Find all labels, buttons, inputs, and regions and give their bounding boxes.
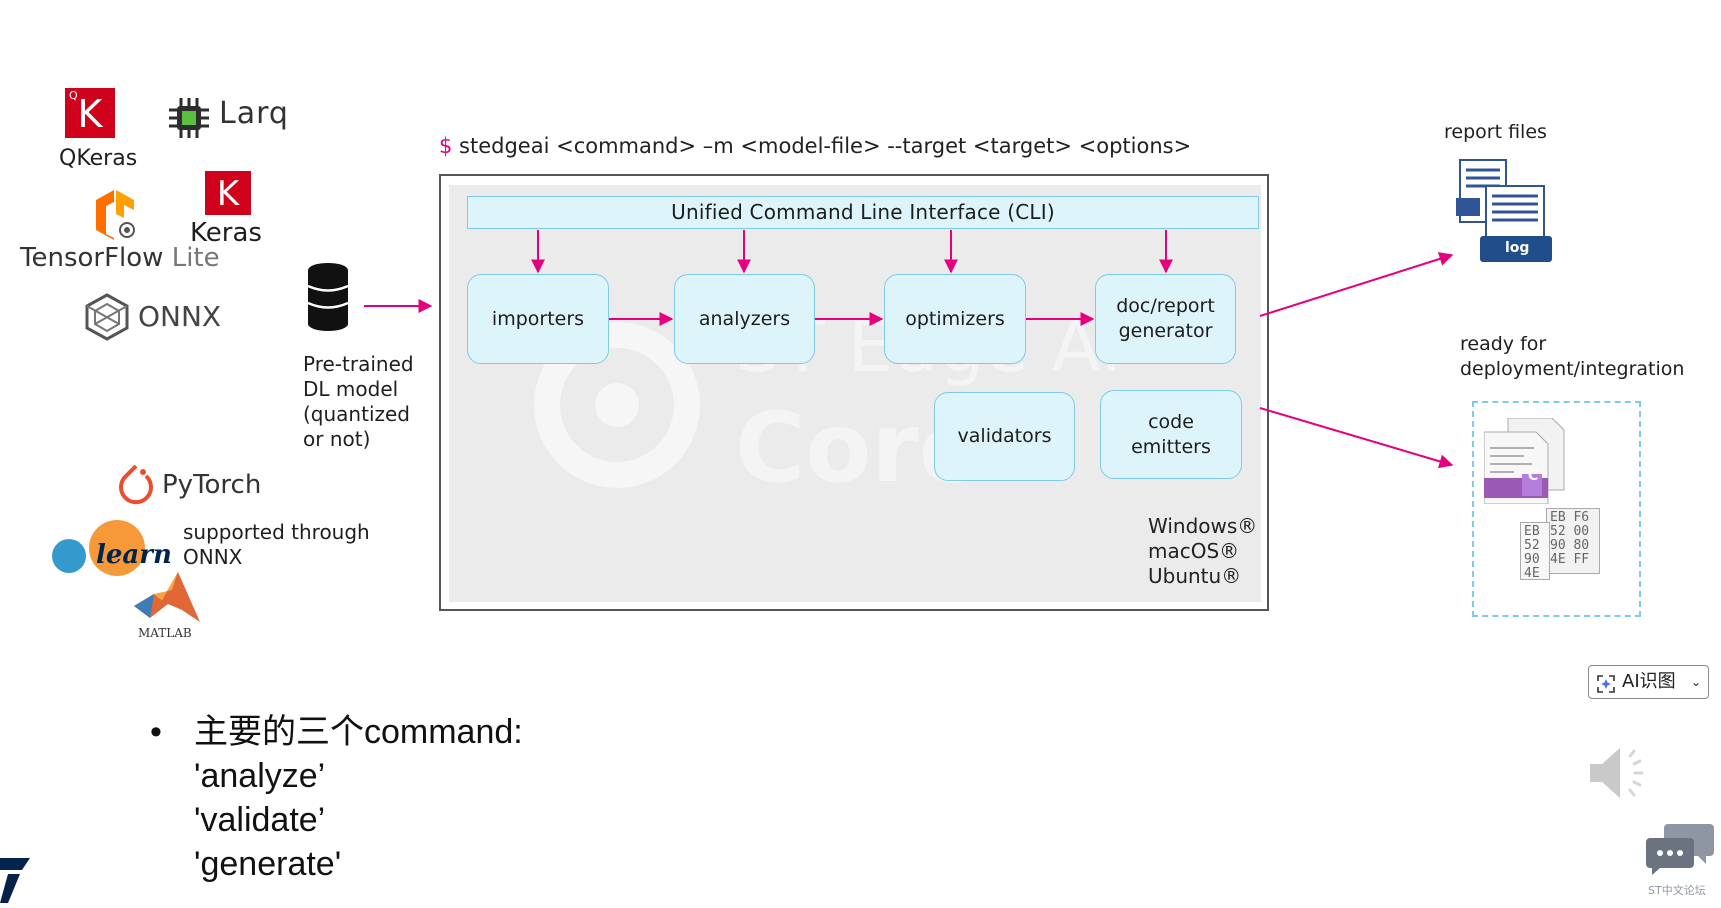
bullet-line-analyze: 'analyze’ [194,757,326,795]
command-line-text: $ stedgeai <command> –m <model-file> --t… [439,134,1192,158]
os-macos: macOS® [1148,539,1240,563]
supported-through-label: supported through ONNX [183,520,370,569]
c-source-files-icon [1483,417,1574,509]
tensorflow-icon [92,190,138,245]
ai-sparkle-icon [1596,673,1616,705]
optimizers-box: optimizers [884,274,1026,364]
bullet-list: 主要的三个command: 'analyze’ 'validate’ 'gene… [194,710,523,886]
pytorch-icon [116,462,156,513]
matlab-icon [132,570,202,629]
bullet-marker: • [150,713,162,751]
log-badge: log [1505,240,1530,256]
database-icon [307,262,349,337]
os-ubuntu: Ubuntu® [1148,564,1242,588]
onnx-label: ONNX [138,300,222,333]
cli-box: Unified Command Line Interface (CLI) [467,196,1259,229]
larq-chip-icon [167,96,211,145]
speaker-icon[interactable] [1586,742,1652,809]
chevron-down-icon[interactable]: ⌄ [1691,675,1702,689]
ready-for-label: ready for deployment/integration [1460,333,1685,380]
st-logo-icon [0,858,30,908]
bullet-line-commands: 主要的三个command: [194,713,523,751]
importers-box: importers [467,274,609,364]
report-files-label: report files [1444,121,1547,143]
c-file-badge: C [1528,468,1539,484]
bullet-line-generate: 'generate' [194,845,342,883]
deployment-box [1472,401,1641,617]
qkeras-label: QKeras [59,146,138,171]
validators-box: validators [934,392,1075,481]
tensorflow-lite-label: TensorFlow Lite [20,243,220,273]
pytorch-label: PyTorch [162,470,262,500]
report-files-icon [1456,158,1556,281]
onnx-icon [82,292,132,347]
forum-label: ST中文论坛 [1648,884,1706,897]
os-list: Windows® macOS® Ubuntu® [1148,514,1257,589]
analyzers-box: analyzers [674,274,815,364]
os-windows: Windows® [1148,514,1258,538]
keras-label: Keras [190,218,262,248]
matlab-label: MATLAB [138,626,192,640]
sklearn-logo [51,518,161,583]
ai-button-label: AI识图 [1622,671,1676,692]
larq-label: Larq [219,96,289,131]
st-watermark-icon [532,320,702,495]
input-model-label: Pre-trained DL model (quantized or not) [303,352,414,451]
bullet-line-validate: 'validate’ [194,801,326,839]
forum-chat-icon[interactable] [1644,820,1716,881]
sklearn-label: learn [96,540,172,570]
ai-image-recognition-button[interactable]: AI识图 ⌄ [1588,665,1709,699]
keras-logo: K [205,171,251,215]
